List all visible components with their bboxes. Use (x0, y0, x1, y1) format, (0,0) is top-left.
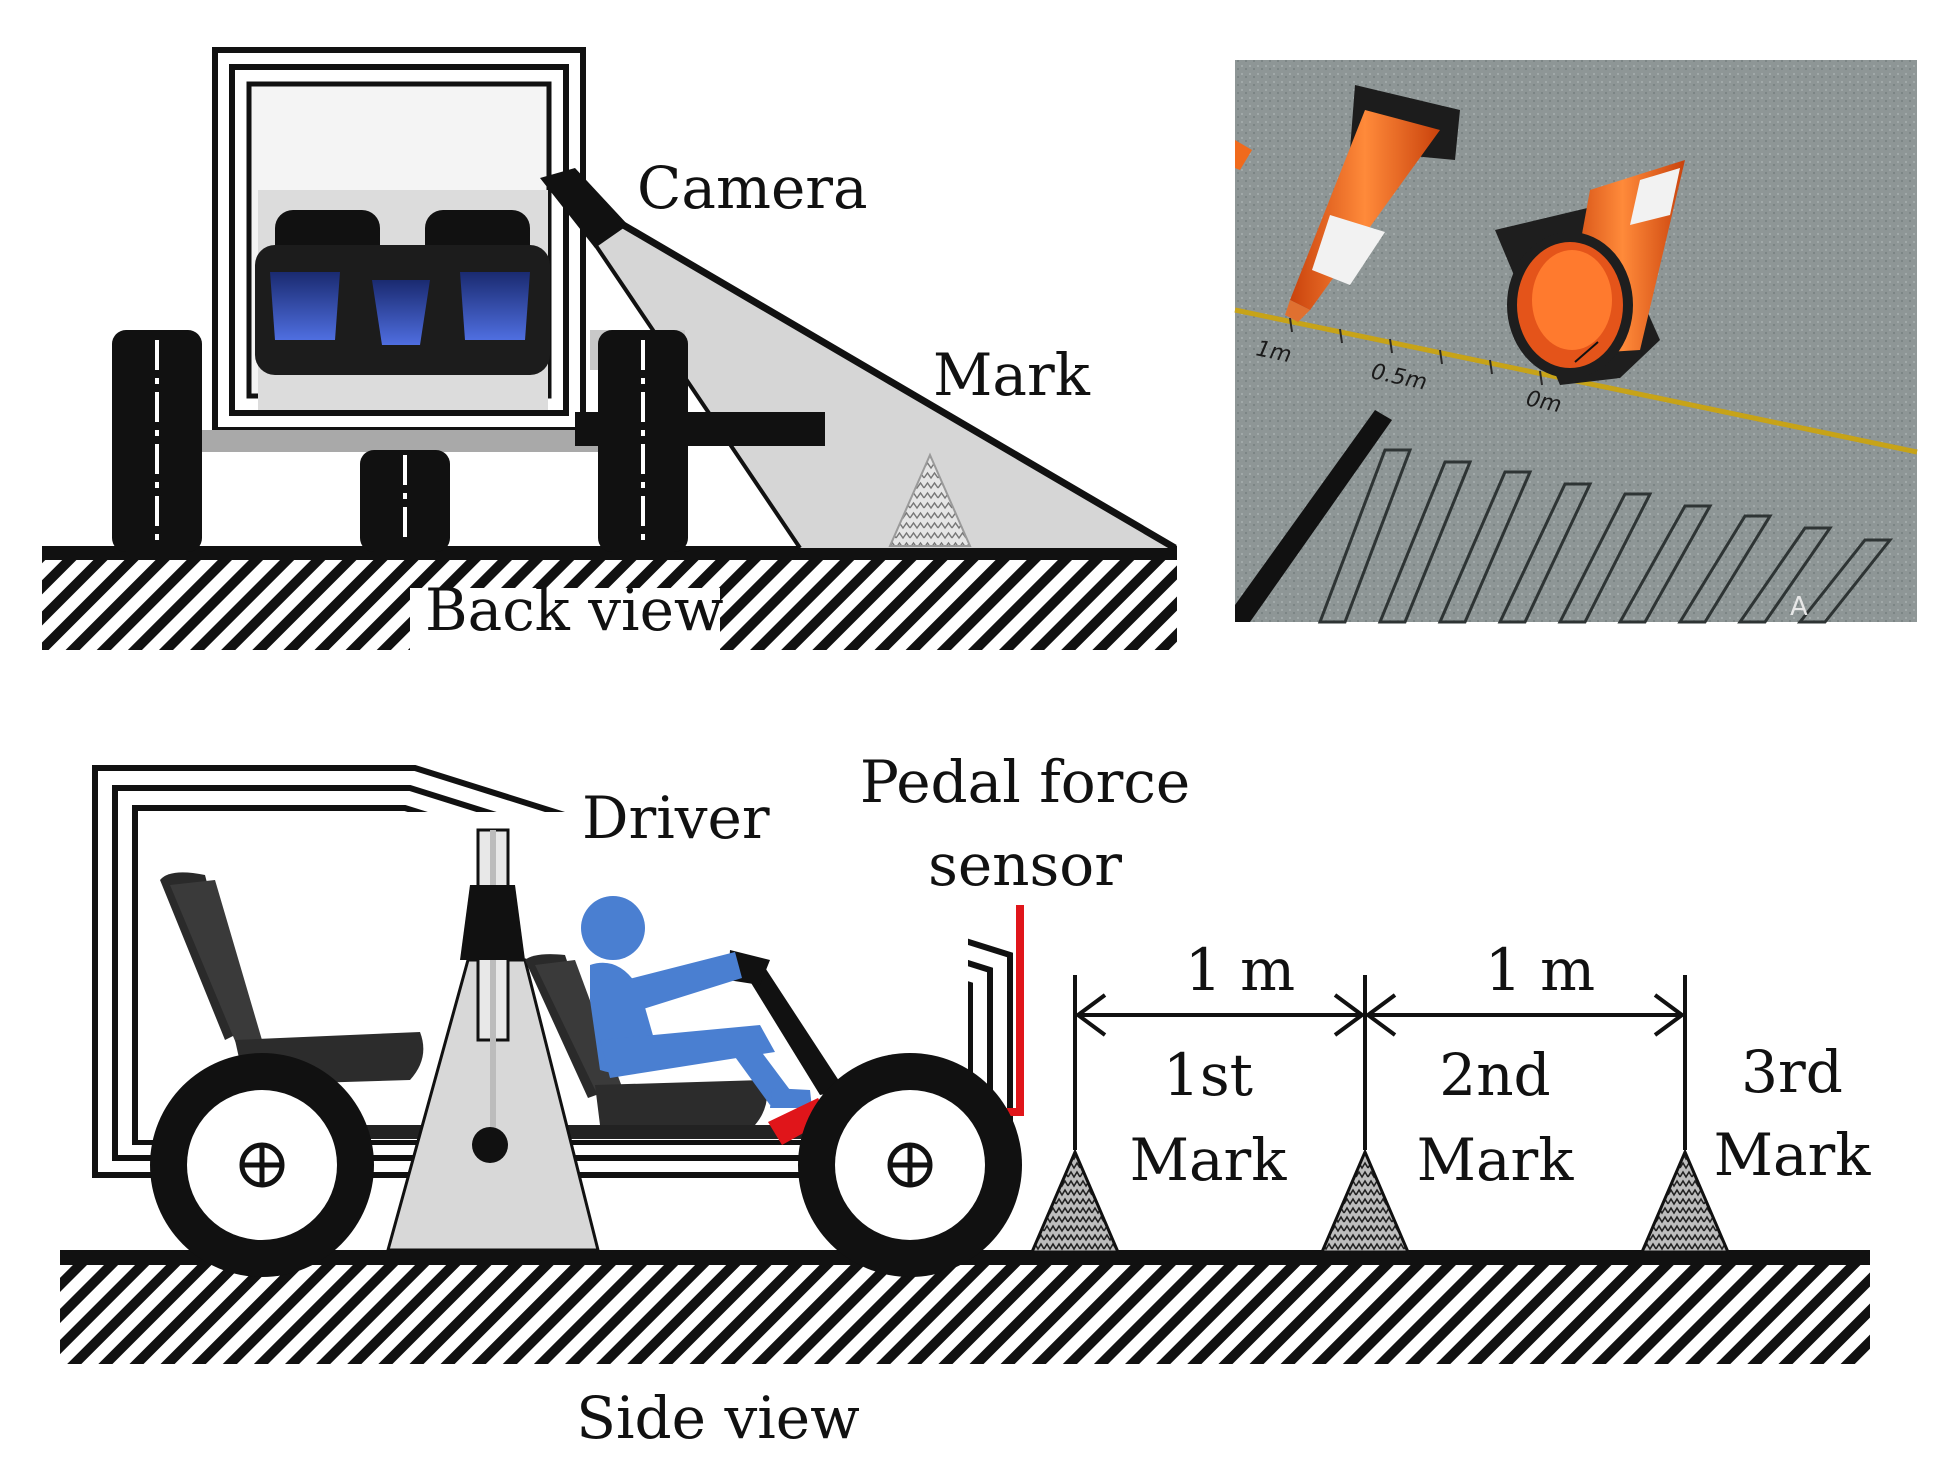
spacing-label-2: 1 m (1485, 936, 1595, 1004)
back-view-mark-cone (888, 452, 972, 547)
back-wheel-center (360, 450, 450, 552)
camera-ray-far (553, 181, 1177, 552)
mark3-label-word: Mark (1714, 1121, 1872, 1189)
side-view-caption: Side view (576, 1384, 859, 1452)
back-view: Camera Mark Back view (42, 47, 1177, 650)
back-axle (200, 430, 610, 452)
photo-dark-stripe (1235, 410, 1392, 622)
sensor-label-line1: Pedal force (860, 748, 1190, 816)
mark2-label-word: Mark (1417, 1126, 1575, 1194)
camera-label: Camera (637, 154, 868, 222)
steering-column (740, 960, 845, 1095)
photo-tape-ticks (1289, 317, 1543, 386)
spacing-label-1: 1 m (1185, 936, 1295, 1004)
back-wheel-right (598, 330, 688, 552)
road-photo: 1m 0.5m 0m A (1234, 60, 1918, 624)
back-view-caption: Back view (425, 576, 724, 644)
side-camera-pole-inner (490, 830, 496, 1160)
camera-icon (540, 168, 628, 248)
mark2-label-ordinal: 2nd (1439, 1041, 1550, 1109)
side-wheel-rear (150, 1053, 374, 1277)
photo-cone-partial (1235, 140, 1252, 170)
back-frame-mid (229, 64, 569, 416)
back-view-ground-line (42, 546, 1177, 560)
photo-corner-letter: A (1790, 592, 1808, 622)
side-rear-seat (160, 872, 424, 1085)
side-camera-dot (472, 1127, 508, 1163)
side-view-ground-hatch (60, 1262, 1870, 1364)
mark1-label-ordinal: 1st (1163, 1041, 1253, 1109)
distance-dimensions (1073, 975, 1687, 1150)
side-camera-mount (460, 885, 525, 960)
photo-cone-tipped-left (1285, 85, 1460, 322)
mark-cone-2 (1319, 1148, 1411, 1254)
back-window-left (270, 272, 340, 340)
side-wheel-front (798, 1053, 1022, 1277)
side-view: Driver Pedal force sensor 1 m 1 m 1st Ma… (60, 748, 1871, 1452)
photo-cone-standing (1495, 160, 1685, 385)
back-view-caption-box (410, 588, 720, 650)
sensor-label-line2: sensor (928, 831, 1122, 899)
back-window-center (372, 280, 430, 345)
driver-figure (581, 896, 812, 1108)
back-window-right (460, 272, 530, 340)
mark-cone-3 (1639, 1148, 1731, 1254)
mark-label: Mark (933, 341, 1091, 409)
photo-parking-stripes (1317, 448, 1894, 624)
mark3-label-ordinal: 3rd (1741, 1038, 1843, 1106)
driver-label: Driver (582, 784, 770, 852)
mark1-label-word: Mark (1130, 1126, 1288, 1194)
mark-cone-1 (1029, 1148, 1121, 1254)
back-wheel-left (112, 330, 202, 552)
